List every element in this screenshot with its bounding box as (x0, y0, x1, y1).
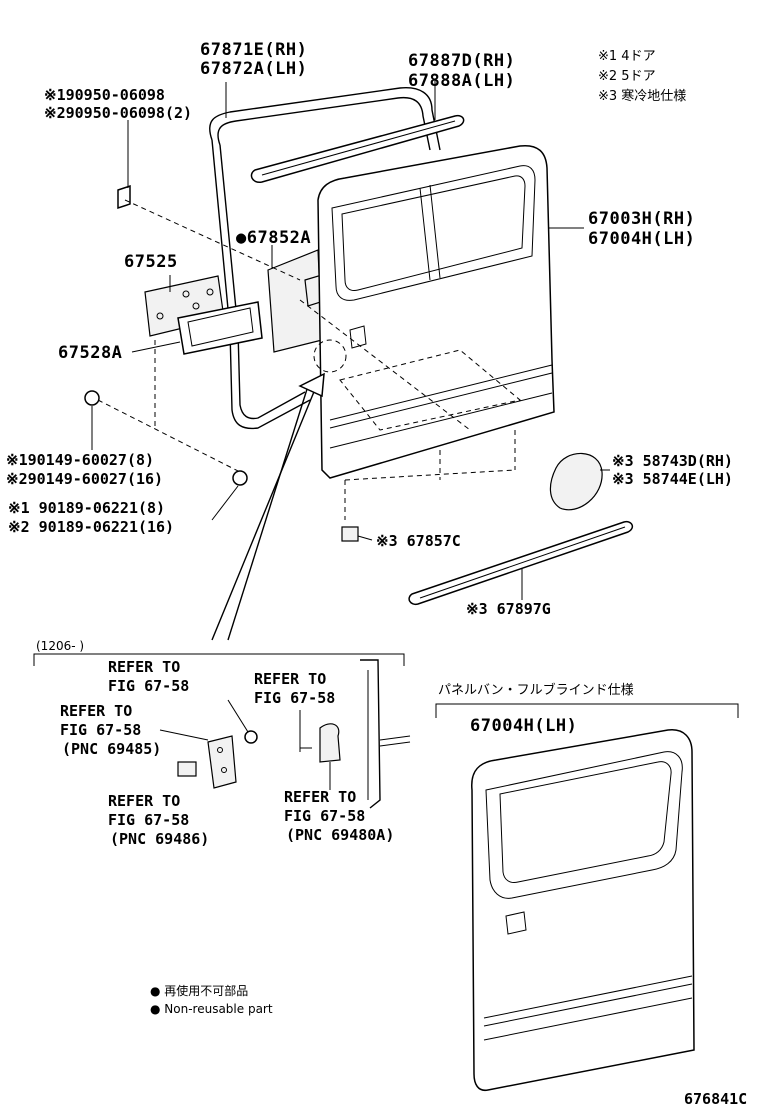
door-panel-part (317, 144, 555, 479)
label-bolt-5door[interactable]: ※290950-06098(2) (44, 104, 192, 122)
detail-refer-3-line1[interactable]: REFER TO (60, 702, 132, 720)
label-bolt-4door[interactable]: ※190950-06098 (44, 86, 165, 104)
label-moulding[interactable]: ※3 67897G (466, 600, 551, 618)
moulding-part (408, 520, 634, 606)
detail-refer-5-line2[interactable]: FIG 67-58 (284, 807, 365, 825)
detail-refer-4-line1[interactable]: REFER TO (108, 792, 180, 810)
detail-callout-arrow (211, 339, 347, 641)
detail-refer-1-line1[interactable]: REFER TO (108, 658, 180, 676)
label-pad[interactable]: ※3 67857C (376, 532, 461, 550)
label-door-panel-lh[interactable]: 67004H(LH) (588, 229, 695, 249)
label-variant-door-panel[interactable]: 67004H(LH) (470, 716, 577, 736)
detail-refer-2-line2[interactable]: FIG 67-58 (254, 689, 335, 707)
label-clip-a-5door[interactable]: ※290149-60027(16) (6, 470, 163, 488)
label-clip-b-5door[interactable]: ※2 90189-06221(16) (8, 518, 174, 536)
detail-refer-3-line2[interactable]: FIG 67-58 (60, 721, 141, 739)
label-clip-b-4door[interactable]: ※1 90189-06221(8) (8, 499, 165, 517)
detail-date-range: (1206- ) (36, 639, 84, 653)
detail-refer-4-line3[interactable]: (PNC 69486) (110, 830, 209, 848)
label-weatherstrip-rh[interactable]: 67871E(RH) (200, 40, 307, 60)
label-panel-67525[interactable]: 67525 (124, 252, 178, 272)
label-cover-lh[interactable]: ※3 58744E(LH) (612, 470, 733, 488)
detail-refer-5-line3[interactable]: (PNC 69480A) (286, 826, 394, 844)
detail-refer-1-line2[interactable]: FIG 67-58 (108, 677, 189, 695)
label-service-hole-cover[interactable]: ●67852A (236, 228, 311, 248)
dashed-assembly-lines (97, 199, 522, 520)
label-weatherstrip-lh[interactable]: 67872A(LH) (200, 59, 307, 79)
label-glass-run-rh[interactable]: 67887D(RH) (408, 51, 515, 71)
pad-part (341, 526, 359, 542)
variant-bracket (435, 703, 739, 718)
note-cold-climate: ※3 寒冷地仕様 (598, 88, 686, 104)
detail-refer-2-line1[interactable]: REFER TO (254, 670, 326, 688)
clip-parts (84, 390, 248, 486)
legend-non-reusable-jp: ● 再使用不可部品 (150, 983, 248, 998)
label-door-panel-rh[interactable]: 67003H(RH) (588, 209, 695, 229)
note-4-door: ※1 4ドア (598, 49, 656, 64)
label-glass-run-lh[interactable]: 67888A(LH) (408, 71, 515, 91)
detail-refer-4-line2[interactable]: FIG 67-58 (108, 811, 189, 829)
figure-id: 676841C (684, 1090, 747, 1108)
frame-67528a-part (177, 301, 263, 355)
notes-block: ※1 4ドア ※2 5ドア ※3 寒冷地仕様 (598, 49, 686, 104)
detail-parts (177, 659, 411, 809)
detail-bracket (33, 653, 405, 666)
variant-title: パネルバン・フルブラインド仕様 (438, 682, 634, 698)
variant-door-panel-part (471, 729, 695, 1092)
note-5-door: ※2 5ドア (598, 69, 656, 84)
label-cover-rh[interactable]: ※3 58743D(RH) (612, 452, 733, 470)
legend-non-reusable-en: ● Non-reusable part (150, 1002, 273, 1016)
leader-lines (91, 80, 610, 790)
cover-part (549, 452, 603, 511)
service-hole-cover-part (267, 249, 328, 353)
label-clip-a-4door[interactable]: ※190149-60027(8) (6, 451, 154, 469)
glass-run-part (250, 114, 465, 183)
bolt-part (117, 184, 131, 210)
weatherstrip-part (209, 87, 441, 430)
label-frame-67528a[interactable]: 67528A (58, 343, 122, 363)
detail-refer-3-line3[interactable]: (PNC 69485) (62, 740, 161, 758)
detail-refer-5-line1[interactable]: REFER TO (284, 788, 356, 806)
